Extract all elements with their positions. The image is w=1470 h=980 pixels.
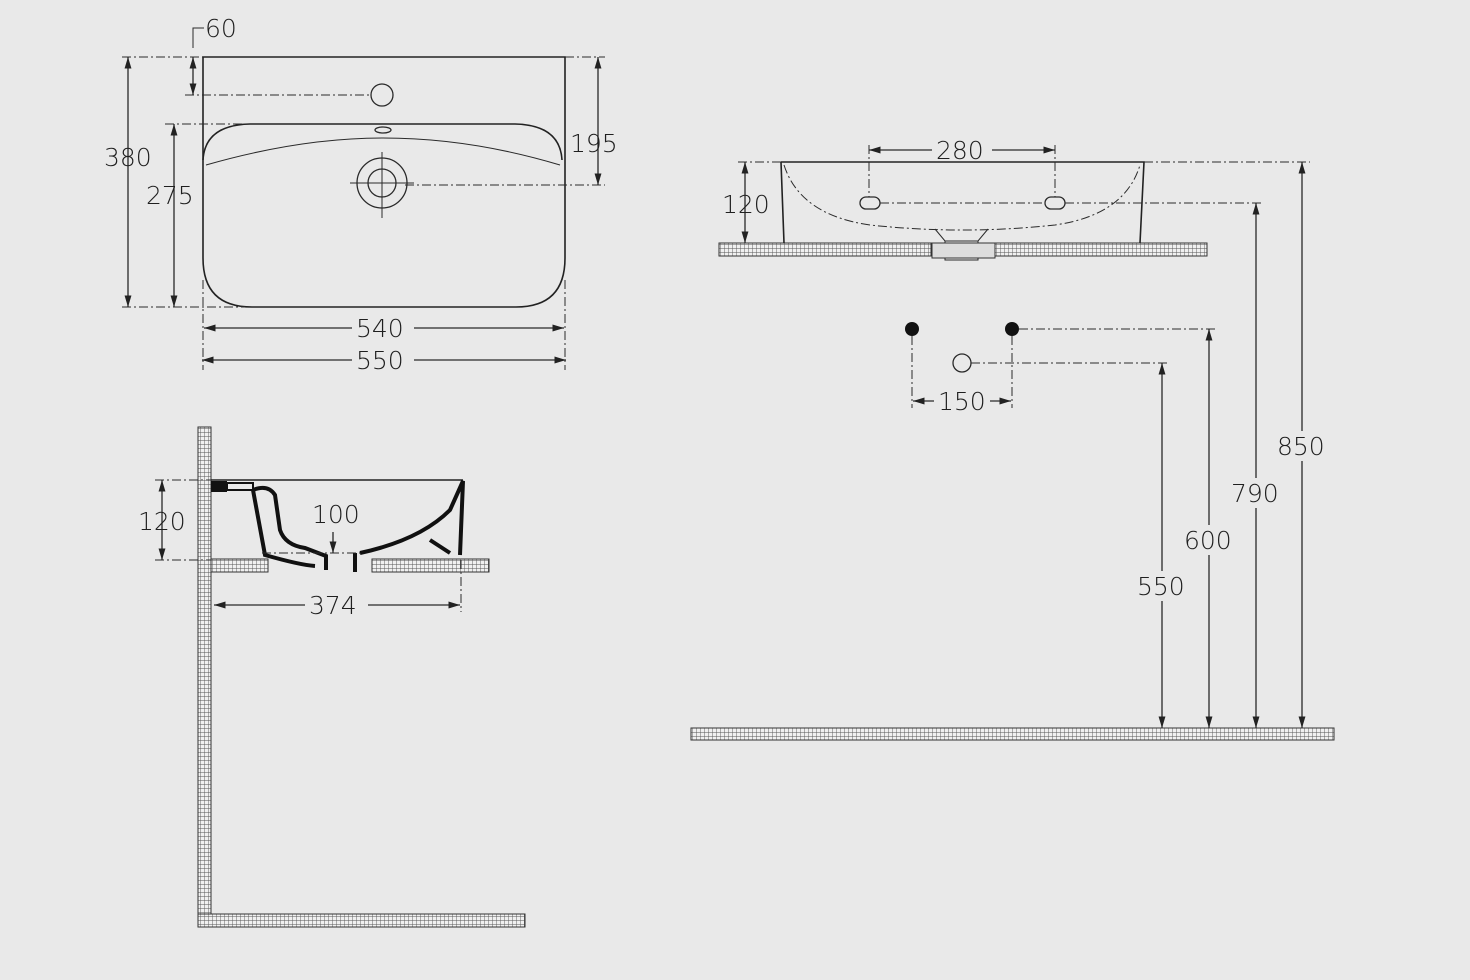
basin-bowl-inner-curve — [205, 137, 561, 166]
wall-hatch — [197, 426, 212, 928]
dim-label-60: 60 — [205, 14, 237, 43]
side-view: 120 100 374 — [138, 426, 526, 928]
front-dim-label-120: 120 — [722, 190, 770, 219]
basin-section-wall — [359, 480, 465, 556]
front-dim-label-850: 850 — [1277, 432, 1325, 461]
dim-label-275: 275 — [146, 181, 194, 210]
front-overflow-left-icon — [859, 196, 881, 210]
front-dim-label-550: 550 — [1137, 572, 1185, 601]
water-connection-left-icon — [905, 322, 919, 336]
overflow-slot-icon — [374, 126, 392, 134]
basin-top-outline — [202, 56, 566, 308]
front-counter-right-hatch — [994, 242, 1208, 257]
top-view: 60 380 275 195 540 550 — [104, 14, 618, 375]
dim-label-195: 195 — [570, 129, 618, 158]
side-dim-label-374: 374 — [309, 591, 357, 620]
floor-hatch — [197, 913, 526, 928]
front-dim-label-600: 600 — [1184, 526, 1232, 555]
side-dim-label-100: 100 — [312, 500, 360, 529]
front-overflow-right-icon — [1044, 196, 1066, 210]
counter-left-hatch — [210, 558, 269, 573]
front-dim-label-790: 790 — [1231, 479, 1279, 508]
dim-label-550: 550 — [356, 346, 404, 375]
waste-connection-icon — [952, 353, 972, 373]
basin-bowl-edge — [202, 123, 563, 161]
dim-label-380: 380 — [104, 143, 152, 172]
front-counter-left-hatch — [718, 242, 932, 257]
overflow-channel — [252, 485, 328, 570]
side-dim-label-120: 120 — [138, 507, 186, 536]
front-floor-hatch — [690, 727, 1335, 741]
dim-label-540: 540 — [356, 314, 404, 343]
water-connection-right-icon — [1005, 322, 1019, 336]
tap-hole-icon — [370, 83, 394, 107]
front-dim-label-280: 280 — [936, 136, 984, 165]
front-dim-label-150: 150 — [938, 387, 986, 416]
counter-right-hatch — [371, 558, 490, 573]
front-view: 280 120 150 550 600 790 850 — [690, 136, 1335, 741]
